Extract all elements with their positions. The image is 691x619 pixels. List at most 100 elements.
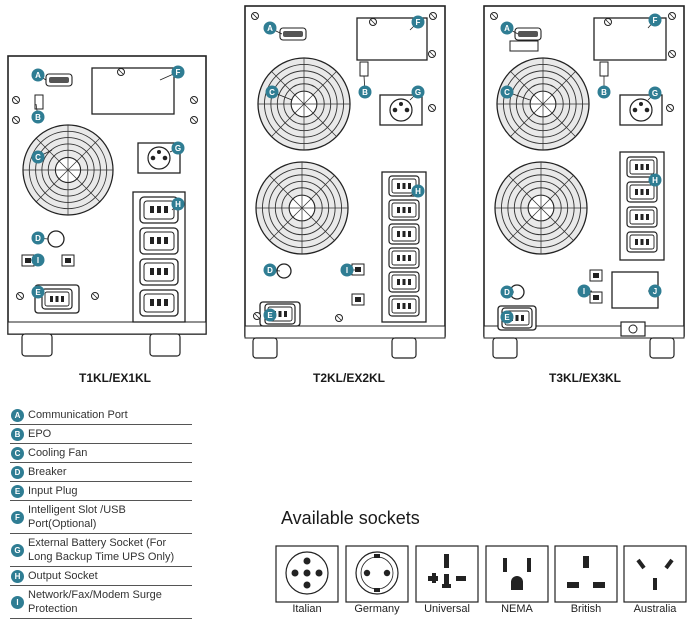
- callout-letter: G: [415, 88, 421, 97]
- legend-letter-badge: D: [11, 465, 24, 479]
- socket-label-italian: Italian: [292, 603, 322, 615]
- callout-letter: G: [652, 89, 658, 98]
- callout-letter: C: [35, 153, 41, 162]
- callout-letter: F: [176, 68, 181, 77]
- legend-text: EPO: [28, 428, 52, 440]
- legend-row: C Cooling Fan: [10, 444, 192, 463]
- callout-letter: E: [504, 313, 510, 322]
- legend-text: Intelligent Slot /USB Port(Optional): [28, 504, 126, 530]
- callout-letter: A: [267, 24, 273, 33]
- callouts: A B C D E F G H I A B C D E F G H I A B C D E F G H I J: [26, 13, 662, 324]
- socket-label-universal: Universal: [424, 603, 470, 615]
- model-caption-t1kl: T1KL/EX1KL: [79, 371, 152, 385]
- model-caption-t2kl: T2KL/EX2KL: [313, 371, 386, 385]
- callout-letter: F: [416, 18, 421, 27]
- callout-badge: [648, 173, 662, 187]
- model-caption-t3kl: T3KL/EX3KL: [549, 371, 622, 385]
- callout-letter: D: [504, 288, 510, 297]
- legend-letter-badge: F: [11, 510, 24, 524]
- callout-letter: I: [37, 256, 39, 265]
- legend-text: Cooling Fan: [28, 447, 88, 459]
- callout-badge: [31, 253, 45, 267]
- callout-badge: [648, 284, 662, 298]
- legend-row: A Communication Port: [10, 406, 192, 425]
- callout-badge: [500, 285, 514, 299]
- callout-letter: H: [175, 200, 181, 209]
- legend-letter-badge: H: [11, 569, 24, 583]
- callout-badge: [411, 15, 425, 29]
- legend-text: Input Plug: [28, 485, 78, 497]
- callout-badge: [648, 86, 662, 100]
- callout-badge: [265, 85, 279, 99]
- callout-letter: C: [269, 88, 275, 97]
- callout-letter: A: [504, 24, 510, 33]
- callout-badge: [648, 13, 662, 27]
- panel-t3kl: [483, 5, 685, 359]
- callout-badge: [500, 21, 514, 35]
- socket-label-nema: NEMA: [501, 603, 533, 615]
- callout-badge: [31, 110, 45, 124]
- legend-letter-badge: E: [11, 484, 24, 498]
- panel-t2kl: [244, 5, 446, 359]
- callout-badge: [340, 263, 354, 277]
- available-sockets-title: Available sockets: [281, 508, 420, 528]
- legend-letter-badge: I: [11, 595, 24, 609]
- socket-label-germany: Germany: [354, 603, 400, 615]
- callout-badge: [263, 308, 277, 322]
- legend-letter-badge: B: [11, 427, 24, 441]
- callout-letter: D: [35, 234, 41, 243]
- callout-badge: [597, 85, 611, 99]
- legend-text: Communication Port: [28, 409, 128, 421]
- callout-letter: E: [35, 288, 41, 297]
- callout-badge: [171, 141, 185, 155]
- callout-letter: B: [601, 88, 607, 97]
- callout-letter: I: [346, 266, 348, 275]
- callout-letter: B: [362, 88, 368, 97]
- socket-label-australia: Australia: [633, 603, 677, 615]
- british-socket-icon: [554, 545, 618, 603]
- legend-row: E Input Plug: [10, 482, 192, 501]
- callout-badge: [411, 85, 425, 99]
- callout-letter: H: [415, 187, 421, 196]
- callout-badge: [577, 284, 591, 298]
- callout-badge: [31, 68, 45, 82]
- legend-row: H Output Socket: [10, 567, 192, 586]
- legend-letter-badge: G: [11, 543, 24, 557]
- callout-badge: [500, 310, 514, 324]
- callout-letter: A: [35, 71, 41, 80]
- callout-badge: [411, 184, 425, 198]
- callout-badge: [171, 65, 185, 79]
- legend-letter-badge: A: [11, 408, 24, 422]
- australia-socket-icon: [623, 545, 687, 603]
- callout-letter: D: [267, 266, 273, 275]
- callout-letter: E: [267, 311, 273, 320]
- legend-text: External Battery Socket (For Long Backup…: [28, 537, 175, 563]
- callout-letter: J: [653, 287, 657, 296]
- socket-label-british: British: [570, 603, 602, 615]
- callout-letter: G: [175, 144, 181, 153]
- callout-badge: [171, 197, 185, 211]
- callout-letter: F: [653, 16, 658, 25]
- callout-letter: B: [35, 113, 41, 122]
- legend-row: F Intelligent Slot /USB Port(Optional): [10, 501, 192, 534]
- callout-letter: H: [652, 176, 658, 185]
- callout-badge: [31, 150, 45, 164]
- italian-socket-icon: [275, 545, 339, 603]
- callout-badge: [263, 263, 277, 277]
- ups-rear-panels: A B C D E F G H I A B C D E F G H I A B C D E F G H I J: [7, 5, 685, 359]
- callout-letter: C: [504, 88, 510, 97]
- legend-row: G External Battery Socket (For Long Backu…: [10, 534, 192, 567]
- callout-badge: [500, 85, 514, 99]
- legend-text: Output Socket: [28, 570, 98, 582]
- callout-badge: [358, 85, 372, 99]
- callout-letter: I: [583, 287, 585, 296]
- legend-row: B EPO: [10, 425, 192, 444]
- legend-letter-badge: C: [11, 446, 24, 460]
- nema-socket-icon: [485, 545, 549, 603]
- callout-badge: [31, 231, 45, 245]
- legend-text: Network/Fax/Modem Surge Protection: [28, 589, 162, 615]
- socket-icons: [275, 545, 687, 603]
- callout-badge: [31, 285, 45, 299]
